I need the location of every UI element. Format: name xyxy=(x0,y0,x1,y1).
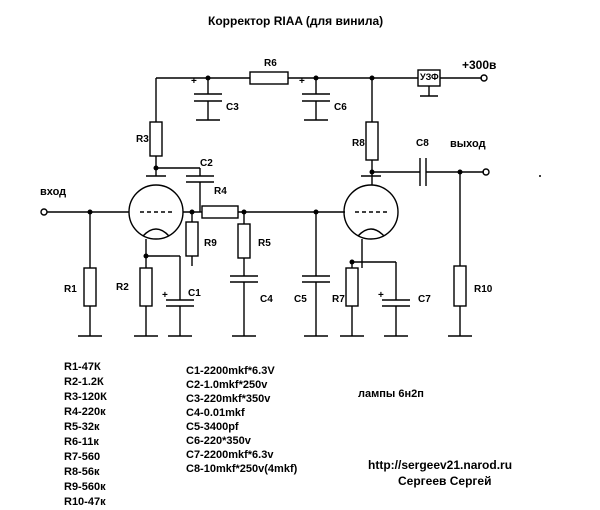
label-r9: R9 xyxy=(204,238,217,249)
capacitor-list-item: C6-220*350v xyxy=(186,435,251,447)
capacitor-list: C1-2200mkf*6.3V C2-1.0mkf*250v C3-220mkf… xyxy=(186,364,297,476)
label-r5: R5 xyxy=(258,238,271,249)
resistor-list-item: R5-32к xyxy=(64,421,100,433)
resistor-r2 xyxy=(139,267,153,307)
svg-text:+: + xyxy=(191,76,197,87)
resistor-list-item: R2-1.2К xyxy=(64,376,104,388)
label-c2: C2 xyxy=(200,158,213,169)
resistor-list-item: R4-220к xyxy=(64,406,106,418)
capacitor-list-item: C5-3400pf xyxy=(186,421,239,433)
resistor-list-item: R6-11к xyxy=(64,436,99,448)
label-r7: R7 xyxy=(332,294,345,305)
svg-text:+: + xyxy=(378,290,384,301)
label-regulator: УЗФ xyxy=(420,72,439,82)
label-r8: R8 xyxy=(352,138,365,149)
output-terminal xyxy=(482,168,490,176)
label-output: выход xyxy=(450,138,486,150)
label-c5: C5 xyxy=(294,294,307,305)
resistor-r8 xyxy=(365,121,379,161)
capacitor-list-item: C1-2200mkf*6.3V xyxy=(186,365,275,377)
resistor-r4 xyxy=(201,205,239,219)
label-c4: C4 xyxy=(260,294,273,305)
resistor-list-item: R7-560 xyxy=(64,451,101,463)
label-c6: C6 xyxy=(334,102,347,113)
resistor-r9 xyxy=(185,221,199,257)
resistor-list-item: R1-47К xyxy=(64,361,101,373)
label-r2: R2 xyxy=(116,282,129,293)
label-c7: C7 xyxy=(418,294,431,305)
diagram-title: Корректор RIAA (для винила) xyxy=(208,14,384,28)
resistor-list: R1-47К R2-1.2К R3-120К R4-220к R5-32к R6… xyxy=(64,360,107,510)
label-supply: +300в xyxy=(462,58,497,72)
resistor-list-item: R8-56к xyxy=(64,466,100,478)
resistor-r7 xyxy=(345,267,359,307)
resistor-r5 xyxy=(237,223,251,259)
label-r6: R6 xyxy=(264,58,277,69)
resistor-r1 xyxy=(83,267,97,307)
label-c1: C1 xyxy=(188,288,201,299)
resistor-list-item: R3-120К xyxy=(64,391,107,403)
label-r3: R3 xyxy=(136,134,149,145)
capacitor-list-item: C4-0.01mkf xyxy=(186,407,245,419)
label-c8: C8 xyxy=(416,138,429,149)
author-name: Сергеев Сергей xyxy=(398,474,492,488)
capacitor-list-item: C8-10mkf*250v(4mkf) xyxy=(186,463,298,475)
capacitor-list-item: C2-1.0mkf*250v xyxy=(186,379,268,391)
website-url[interactable]: http://sergeev21.narod.ru xyxy=(368,458,513,472)
resistor-r10 xyxy=(453,265,467,307)
capacitor-list-item: C7-2200mkf*6.3v xyxy=(186,449,274,461)
label-r1: R1 xyxy=(64,284,77,295)
label-r4: R4 xyxy=(214,186,227,197)
label-input: вход xyxy=(40,186,67,198)
resistor-r3 xyxy=(149,121,163,157)
resistor-list-item: R9-560к xyxy=(64,481,106,493)
capacitor-list-item: C3-220mkf*350v xyxy=(186,393,271,405)
resistor-list-item: R10-47к xyxy=(64,496,106,508)
resistor-r6 xyxy=(249,71,289,85)
supply-terminal xyxy=(480,74,488,82)
input-terminal xyxy=(40,208,48,216)
svg-text:+: + xyxy=(299,76,305,87)
tubes-note: лампы 6н2п xyxy=(358,388,424,400)
svg-text:+: + xyxy=(162,290,168,301)
tube-right xyxy=(343,184,399,240)
label-r10: R10 xyxy=(474,284,493,295)
label-c3: C3 xyxy=(226,102,239,113)
